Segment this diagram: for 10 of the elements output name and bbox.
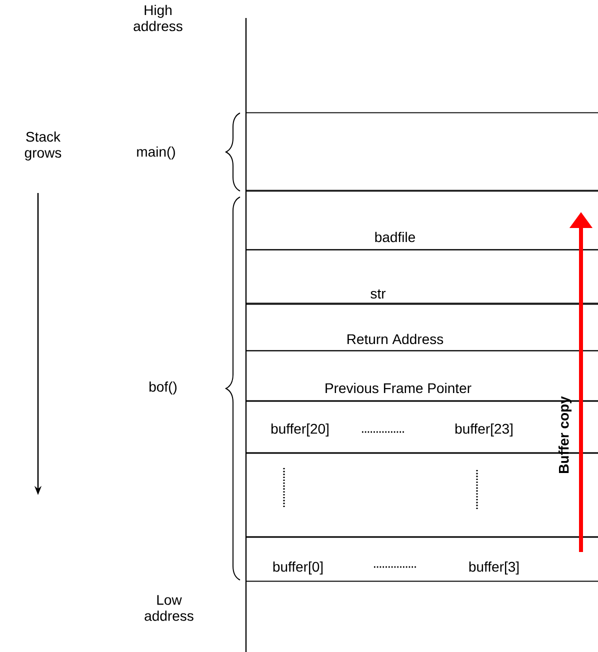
label: main() — [137, 146, 175, 160]
stack-slot: buffer[0] buffer[3] — [245, 561, 598, 582]
label: High address — [134, 4, 182, 32]
label: Stack grows — [24, 131, 62, 161]
stack-slot: Return Address — [245, 302, 598, 352]
stack-slot: str — [245, 289, 598, 305]
stack-slot: badfile — [245, 232, 598, 250]
label: Low address — [144, 595, 194, 621]
stack-slot — [245, 112, 598, 192]
label: bof() — [150, 381, 177, 395]
